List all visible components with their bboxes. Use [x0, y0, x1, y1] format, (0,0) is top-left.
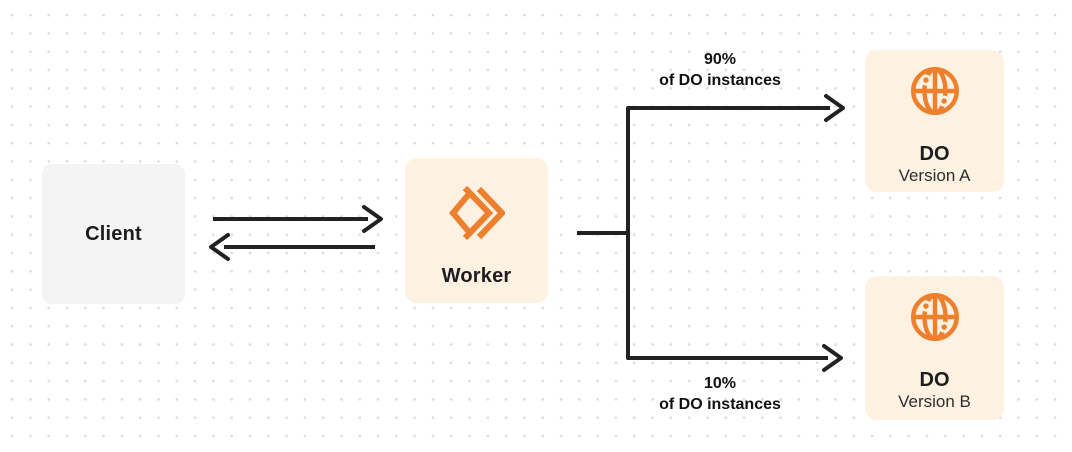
client-node: Client	[42, 164, 185, 304]
arrow-to-do-a-head	[824, 94, 845, 122]
top-branch-caption: of DO instances	[659, 72, 781, 89]
arrow-to-do-b-head	[822, 344, 843, 372]
bottom-branch-caption: of DO instances	[659, 396, 781, 413]
arrow-worker-to-client-head	[209, 233, 230, 261]
globe-icon	[910, 293, 959, 341]
do-b-subtitle: Version B	[898, 392, 971, 411]
worker-node: Worker	[405, 158, 548, 303]
bottom-branch-label: 10% of DO instances	[595, 373, 845, 415]
branch-trunk	[626, 106, 830, 360]
do-a-title: DO	[919, 143, 950, 165]
do-a-subtitle: Version A	[898, 166, 971, 185]
workers-chevrons-icon	[448, 185, 505, 241]
bottom-branch-percent: 10%	[703, 375, 737, 392]
do-version-a-node: DO Version A	[865, 50, 1004, 192]
do-version-b-node: DO Version B	[865, 276, 1004, 420]
top-branch-label: 90% of DO instances	[595, 49, 845, 91]
client-label: Client	[85, 222, 142, 245]
globe-icon	[910, 67, 959, 115]
arrow-client-to-worker-head	[362, 205, 383, 233]
worker-label: Worker	[441, 265, 512, 287]
do-b-title: DO	[919, 369, 950, 391]
top-branch-percent: 90%	[703, 51, 737, 68]
